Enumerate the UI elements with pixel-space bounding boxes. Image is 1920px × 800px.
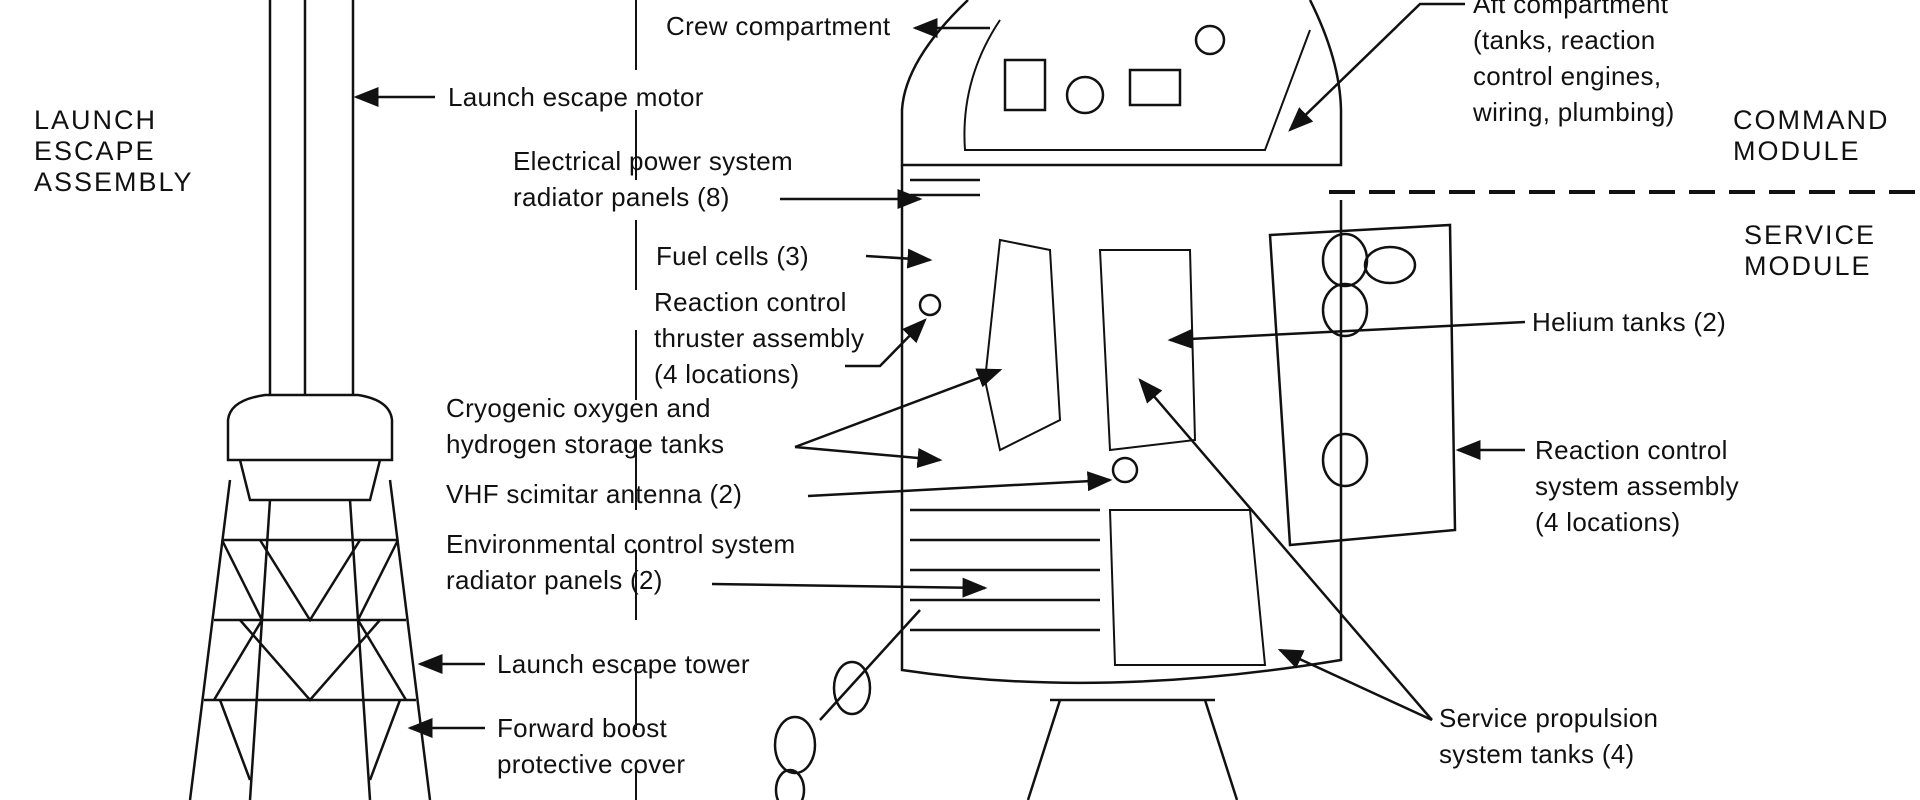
label-line: system tanks (4): [1439, 739, 1635, 769]
label-line: VHF scimitar antenna (2): [446, 479, 743, 509]
cryo-tanks-label: Cryogenic oxygen and hydrogen storage ta…: [446, 390, 724, 462]
crew-compartment-label: Crew compartment: [666, 8, 890, 44]
launch-escape-motor-label: Launch escape motor: [448, 79, 704, 115]
label-line: Launch escape motor: [448, 82, 704, 112]
command-module-label: COMMAND MODULE: [1733, 105, 1890, 167]
command-module-drawing: [900, 0, 1343, 167]
aft-compartment-label: Aft compartment (tanks, reaction control…: [1473, 0, 1675, 130]
label-line: control engines,: [1473, 61, 1662, 91]
service-module-label: SERVICE MODULE: [1744, 220, 1876, 282]
service-module-drawing: [773, 165, 1457, 800]
helium-tanks-label: Helium tanks (2): [1532, 304, 1726, 340]
label-line: MODULE: [1733, 136, 1861, 166]
label-line: Forward boost: [497, 713, 668, 743]
forward-boost-cover-label: Forward boost protective cover: [497, 710, 685, 782]
label-line: wiring, plumbing): [1473, 97, 1675, 127]
label-line: COMMAND: [1733, 105, 1890, 135]
launch-escape-tower-label: Launch escape tower: [497, 646, 750, 682]
label-line: (4 locations): [1535, 507, 1681, 537]
label-line: ASSEMBLY: [34, 167, 194, 197]
fuel-cells-label: Fuel cells (3): [656, 238, 809, 274]
label-line: LAUNCH: [34, 105, 158, 135]
label-line: SERVICE: [1744, 220, 1877, 250]
vhf-antenna-label: VHF scimitar antenna (2): [446, 476, 742, 512]
label-line: system assembly: [1535, 471, 1739, 501]
label-line: Launch escape tower: [497, 649, 750, 679]
label-line: Cryogenic oxygen and: [446, 393, 711, 423]
label-line: ESCAPE: [34, 136, 156, 166]
label-line: Aft compartment: [1473, 0, 1669, 19]
label-line: Environmental control system: [446, 529, 796, 559]
eps-radiator-panels-label: Electrical power system radiator panels …: [513, 143, 793, 215]
label-line: Reaction control: [1535, 435, 1728, 465]
label-line: Crew compartment: [666, 11, 891, 41]
rcs-thruster-label: Reaction control thruster assembly (4 lo…: [654, 284, 864, 392]
rcs-assembly-label: Reaction control system assembly (4 loca…: [1535, 432, 1739, 540]
label-line: Electrical power system: [513, 146, 793, 176]
label-line: (tanks, reaction: [1473, 25, 1656, 55]
label-line: Service propulsion: [1439, 703, 1659, 733]
leader-lines: [353, 2, 1526, 738]
label-line: thruster assembly: [654, 323, 865, 353]
label-line: Fuel cells (3): [656, 241, 810, 271]
label-line: protective cover: [497, 749, 686, 779]
label-line: Helium tanks (2): [1532, 307, 1727, 337]
label-line: radiator panels (8): [513, 182, 730, 212]
label-line: Reaction control: [654, 287, 847, 317]
ecs-radiator-panels-label: Environmental control system radiator pa…: [446, 526, 795, 598]
label-line: (4 locations): [654, 359, 800, 389]
label-line: MODULE: [1744, 251, 1872, 281]
sps-tanks-label: Service propulsion system tanks (4): [1439, 700, 1658, 772]
launch-escape-assembly-label: LAUNCH ESCAPE ASSEMBLY: [34, 105, 194, 198]
label-line: hydrogen storage tanks: [446, 429, 725, 459]
launch-escape-tower-drawing: [188, 0, 432, 800]
label-line: radiator panels (2): [446, 565, 663, 595]
